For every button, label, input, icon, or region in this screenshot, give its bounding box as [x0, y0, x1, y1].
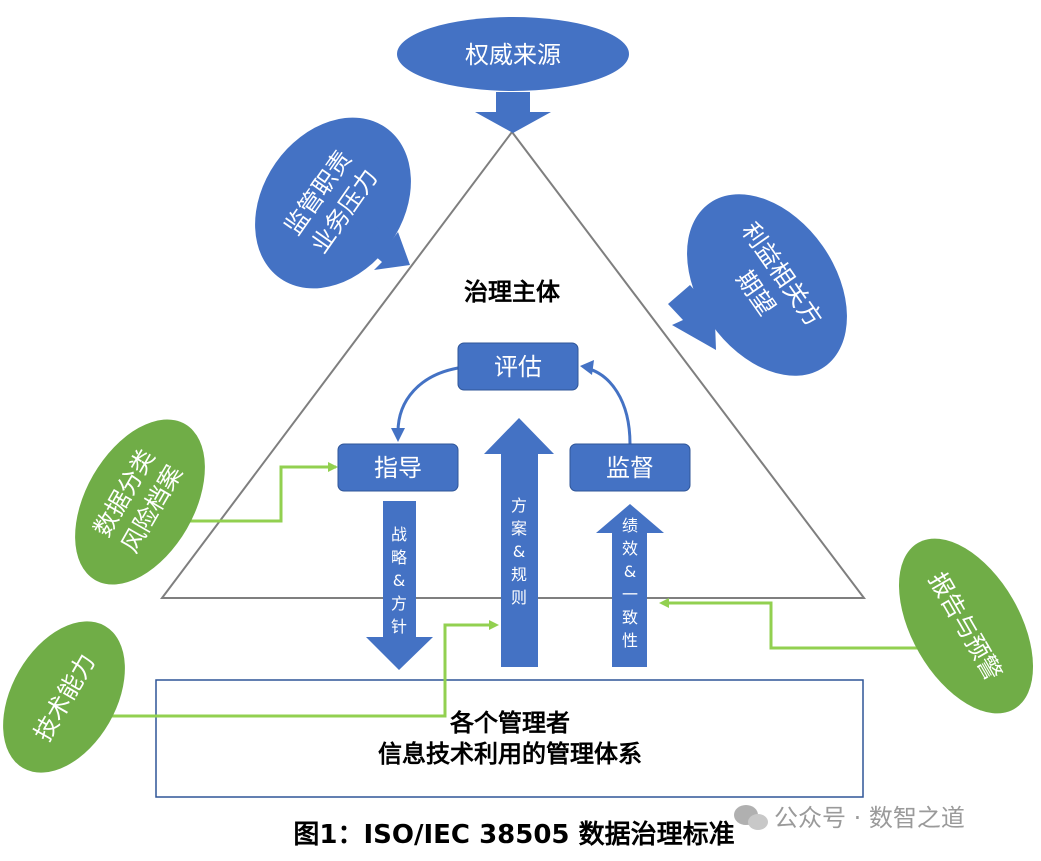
authority-source-label: 权威来源: [465, 41, 561, 69]
plans-char-3: &: [513, 542, 525, 561]
performance-char-4: 一: [622, 585, 638, 604]
stakeholder-expectation-arrow: [668, 285, 716, 350]
strategy-char-4: 方: [391, 594, 407, 613]
performance-char-2: 效: [622, 539, 638, 558]
plans-char-1: 方: [511, 496, 527, 515]
plans-arrow-text: 方 案 & 规 则: [511, 496, 527, 607]
performance-char-5: 致: [622, 608, 638, 627]
authority-source-node: 权威来源: [397, 17, 629, 91]
monitor-box: 监督: [569, 443, 691, 492]
wechat-icon: [734, 805, 768, 830]
regulatory-pressure-node: 监管职责 业务压力: [255, 117, 411, 289]
green-arrowhead-direct: [328, 462, 338, 472]
monitor-label: 监督: [606, 454, 654, 482]
strategy-char-5: 针: [391, 617, 407, 636]
green-line-data-classification: [182, 465, 336, 523]
plans-char-4: 规: [511, 565, 527, 584]
managers-line2: 信息技术利用的管理体系: [378, 740, 642, 768]
direct-label: 指导: [374, 454, 422, 482]
regulatory-pressure-arrow: [366, 226, 410, 270]
watermark-text: 公众号 · 数智之道: [774, 804, 965, 832]
green-line-tech-capability: [105, 623, 496, 718]
plans-up-arrow: [484, 418, 554, 667]
direct-box: 指导: [337, 443, 459, 492]
plans-char-2: 案: [511, 519, 527, 538]
strategy-arrow-text: 战 略 & 方 针: [391, 525, 407, 636]
figure-caption: 图1：ISO/IEC 38505 数据治理标准: [293, 820, 734, 850]
curve-evaluate-to-direct: [396, 366, 459, 433]
curve-monitor-to-evaluate: [585, 366, 632, 445]
managers-line1: 各个管理者: [449, 709, 570, 737]
governing-body-title: 治理主体: [464, 278, 561, 306]
green-arrowhead-plans: [489, 620, 499, 630]
green-arrowhead-performance: [659, 598, 669, 608]
strategy-down-arrow: [366, 501, 433, 670]
tech-capability-node: 技术能力: [3, 621, 125, 773]
curve-arrowhead-evaluate: [580, 360, 594, 375]
strategy-char-1: 战: [391, 525, 407, 544]
authority-down-arrow: [475, 92, 551, 133]
performance-char-3: &: [624, 562, 636, 581]
stakeholder-expectation-node: 利益相关方 期望: [687, 194, 847, 376]
plans-char-5: 则: [511, 588, 527, 607]
performance-char-6: 性: [622, 631, 638, 650]
performance-arrow-text: 绩 效 & 一 致 性: [622, 516, 638, 650]
strategy-char-2: 略: [391, 548, 407, 567]
green-line-reporting: [662, 601, 930, 650]
managers-box: [155, 679, 864, 798]
reporting-warning-node: 报告与预警: [898, 538, 1034, 714]
performance-up-arrow: [596, 504, 664, 667]
strategy-char-3: &: [393, 571, 405, 590]
data-classification-node: 数据分类 风险档案: [75, 419, 205, 585]
evaluate-box: 评估: [457, 342, 579, 391]
performance-char-1: 绩: [622, 516, 638, 535]
evaluate-label: 评估: [494, 353, 542, 381]
curve-arrowhead-direct: [391, 428, 405, 442]
